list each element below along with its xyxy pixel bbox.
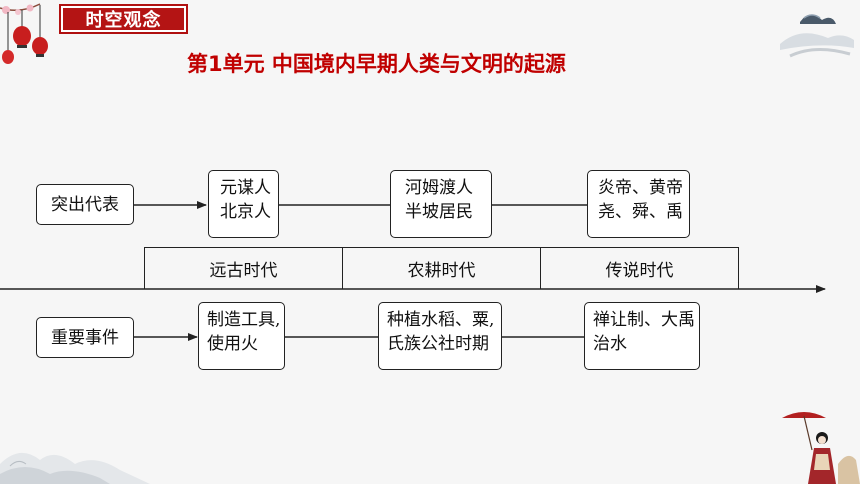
era-cell: 传说时代 [540, 248, 738, 289]
era-row: 远古时代 农耕时代 传说时代 [144, 247, 739, 289]
representatives-label: 突出代表 [36, 184, 134, 225]
event-card: 制造工具, 使用火 [198, 302, 285, 370]
representative-card: 元谋人 北京人 [208, 170, 279, 238]
event-card: 禅让制、大禹 治水 [584, 302, 700, 370]
era-cell: 远古时代 [209, 261, 278, 281]
cloud-decoration-icon [780, 14, 854, 58]
era-cell: 农耕时代 [342, 248, 540, 289]
representative-card: 炎帝、黄帝 尧、舜、禹 [587, 170, 690, 238]
section-badge: 时空观念 [59, 4, 188, 34]
representative-card: 河姆渡人 半坡居民 [390, 170, 492, 238]
mountain-decoration-icon [0, 452, 150, 484]
events-label: 重要事件 [36, 317, 134, 358]
figure-with-umbrella-icon [782, 412, 860, 484]
section-badge-label: 时空观念 [63, 8, 184, 31]
page-title: 第1单元 中国境内早期人类与文明的起源 [187, 52, 566, 76]
event-card: 种植水稻、粟, 氏族公社时期 [378, 302, 502, 370]
lantern-decoration-icon [0, 3, 48, 64]
